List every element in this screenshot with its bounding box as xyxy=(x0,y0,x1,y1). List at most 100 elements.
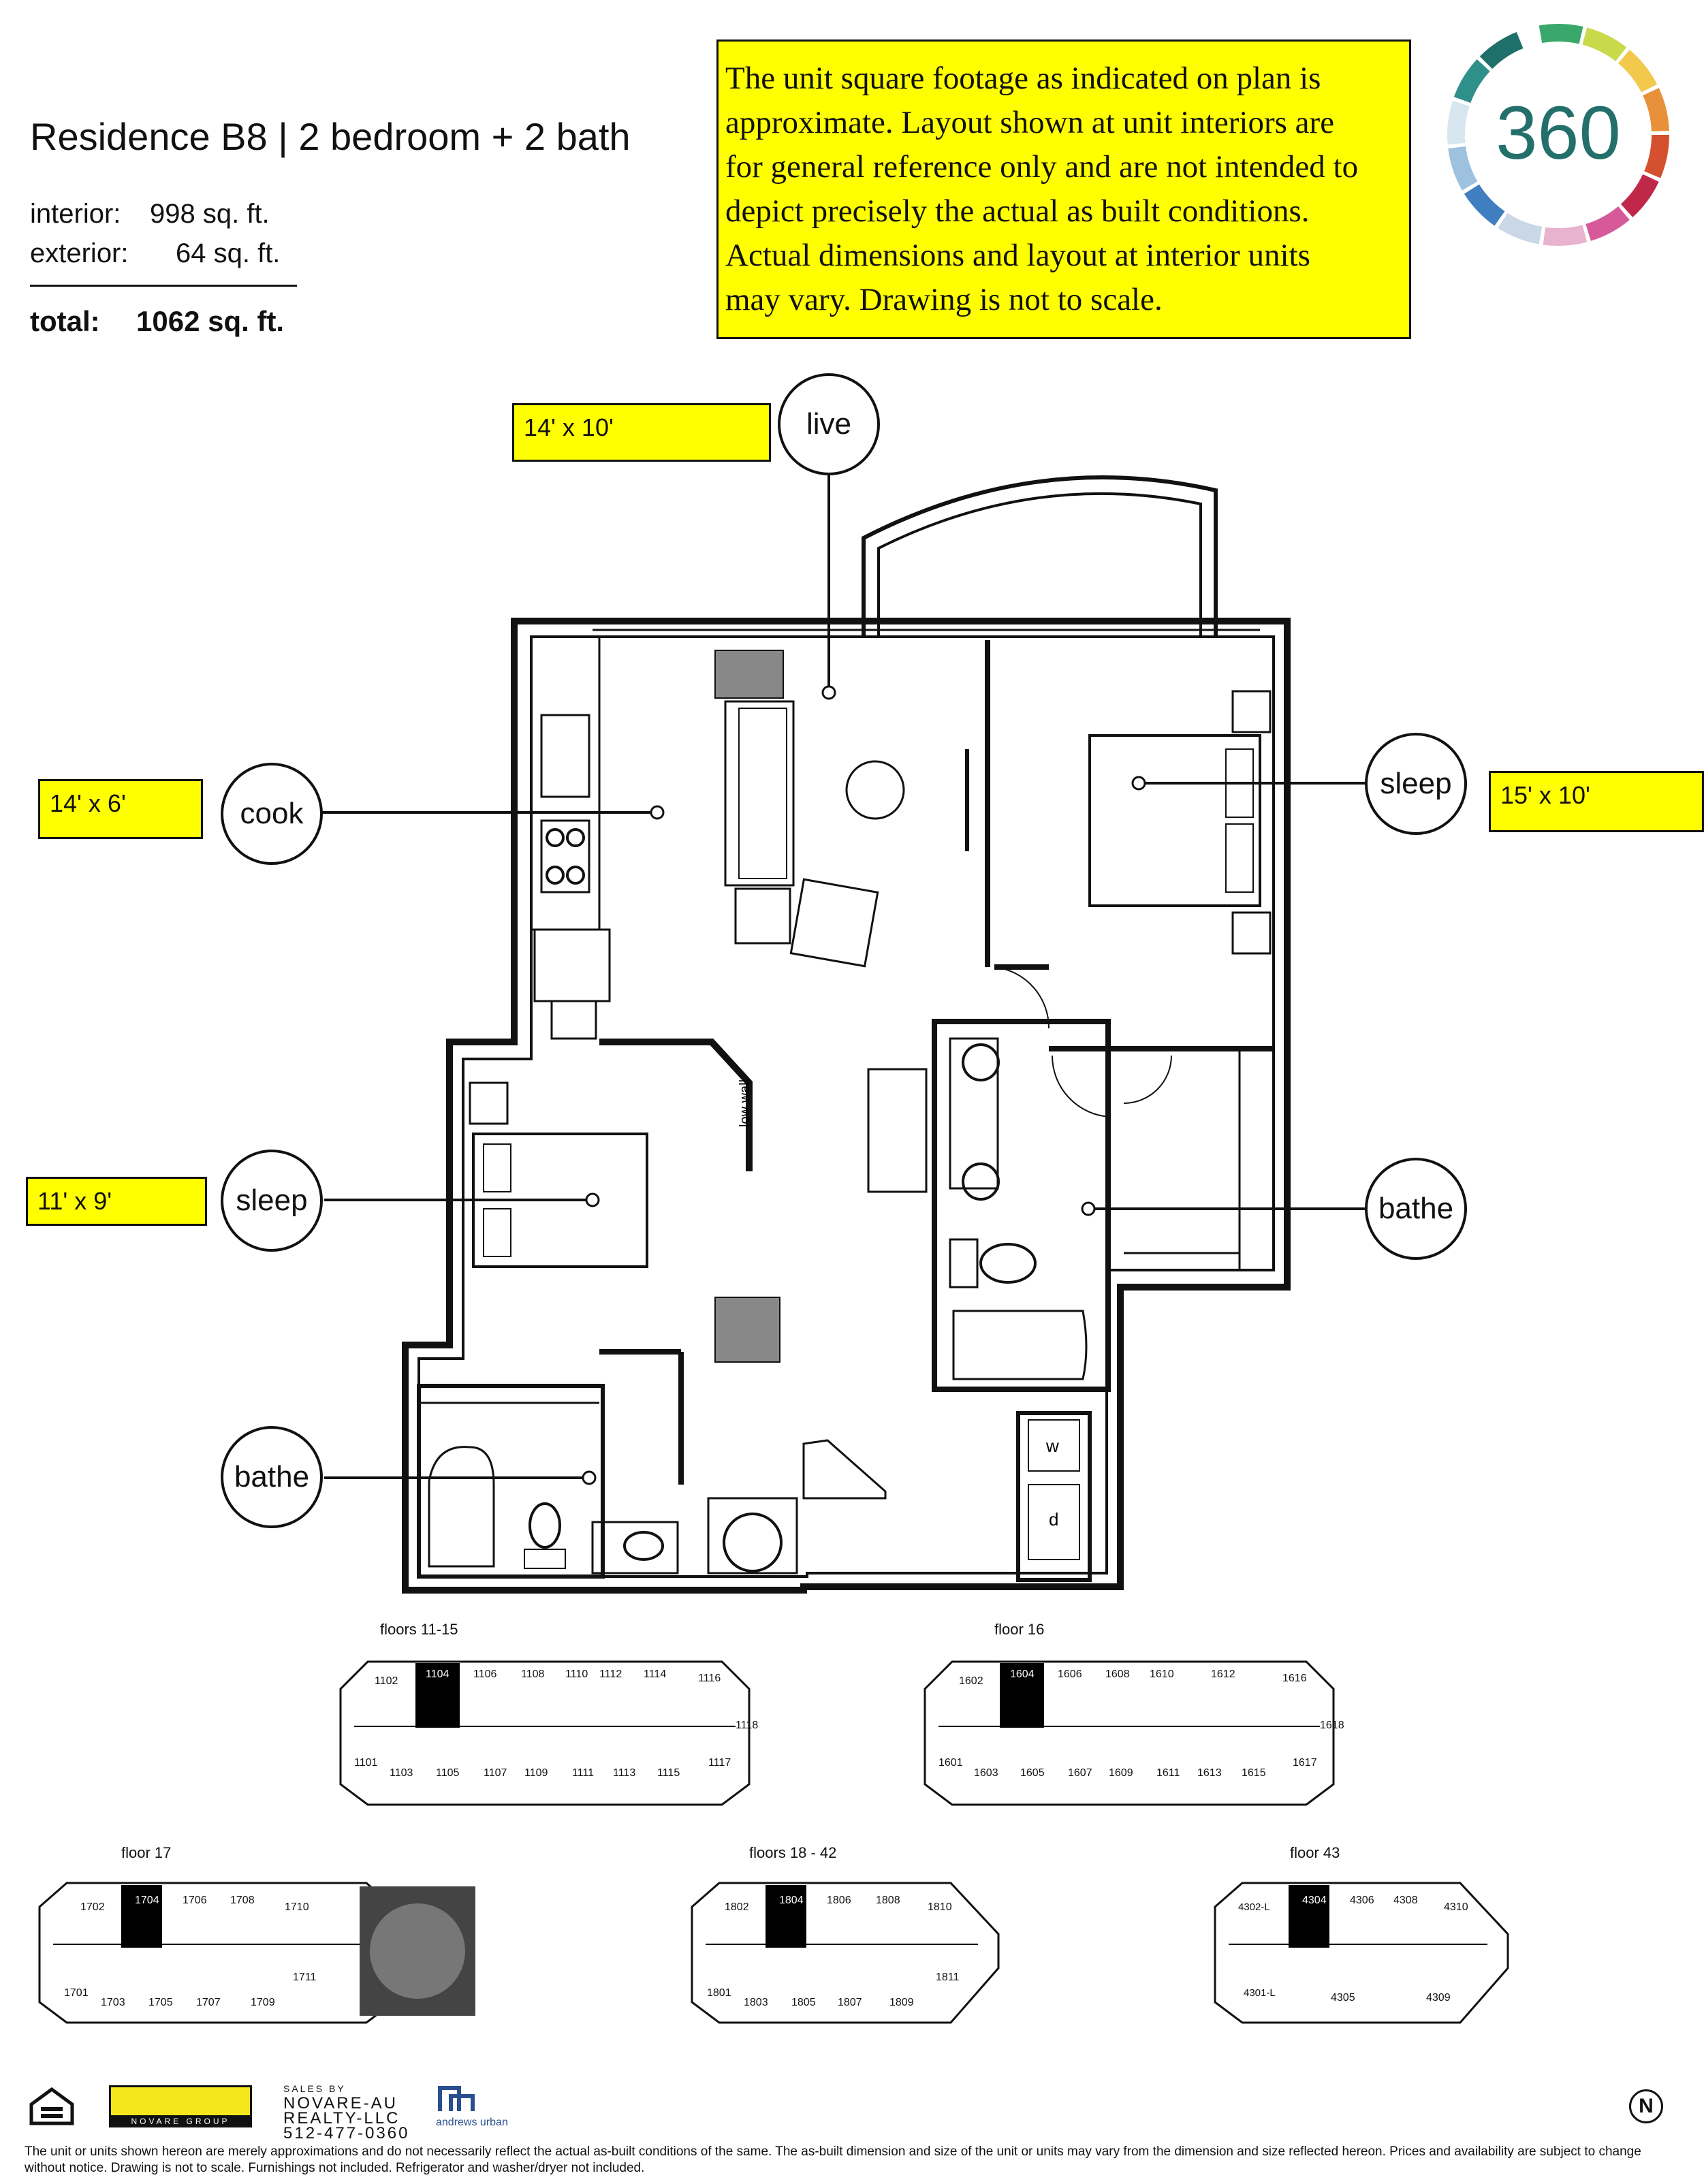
equal-housing-icon xyxy=(29,2087,74,2125)
andrews-urban-label: andrews urban xyxy=(436,2117,508,2128)
unit-label: 1605 xyxy=(1020,1767,1045,1779)
unit-label: 4306 xyxy=(1350,1895,1374,1906)
room-cook: cook xyxy=(221,763,323,865)
unit-label: 1611 xyxy=(1156,1767,1180,1779)
total-label: total: xyxy=(30,305,100,337)
unit-label: 1107 xyxy=(484,1767,507,1779)
disclaimer-line: for general reference only and are not i… xyxy=(725,149,1359,185)
residence-title: Residence B8 | 2 bedroom + 2 bath xyxy=(30,115,631,158)
sleep-second-dims: 11' x 9' xyxy=(26,1177,207,1226)
unit-label: 1616 xyxy=(1282,1673,1307,1684)
unit-label-highlight: 4304 xyxy=(1302,1895,1327,1906)
sales-block: SALES BY NOVARE-AU REALTY-LLC 512-477-03… xyxy=(283,2081,410,2142)
sales-line: SALES BY xyxy=(283,2083,346,2094)
unit-label: 1113 xyxy=(613,1767,636,1779)
key-plan-title: floor 16 xyxy=(994,1621,1045,1638)
interior-label: interior: xyxy=(30,199,121,229)
unit-label: 1703 xyxy=(101,1997,125,2008)
unit-label: 1105 xyxy=(436,1767,460,1779)
north-arrow-icon: N xyxy=(1629,2089,1663,2123)
unit-label: 4305 xyxy=(1331,1992,1355,2004)
unit-label: 1811 xyxy=(936,1972,960,1983)
room-bathe-master: bathe xyxy=(1365,1158,1467,1260)
unit-label: 1805 xyxy=(791,1997,816,2008)
sleep-master-dims: 15' x 10' xyxy=(1489,771,1704,832)
unit-label: 1118 xyxy=(736,1720,759,1731)
unit-label: 1618 xyxy=(1320,1720,1344,1731)
disclaimer-line: depict precisely the actual as built con… xyxy=(725,193,1310,229)
unit-label: 4301-L xyxy=(1244,1987,1276,1999)
dryer-label: d xyxy=(1049,1509,1058,1530)
unit-label: 1701 xyxy=(64,1987,89,1999)
unit-label: 4302-L xyxy=(1238,1901,1270,1913)
key-plan-floor-16: floor 16 1602 1604 1606 1608 1610 1612 1… xyxy=(911,1621,1347,1818)
unit-label: 1111 xyxy=(572,1767,595,1779)
unit-label: 1116 xyxy=(698,1673,721,1684)
disclaimer-line: Actual dimensions and layout at interior… xyxy=(725,238,1310,273)
unit-label: 1803 xyxy=(744,1997,768,2008)
unit-label: 1609 xyxy=(1109,1767,1133,1779)
unit-label: 1705 xyxy=(148,1997,173,2008)
unit-label: 1110 xyxy=(565,1668,588,1680)
unit-label: 1114 xyxy=(644,1668,667,1680)
unit-label: 1707 xyxy=(196,1997,221,2008)
key-plan-title: floors 18 - 42 xyxy=(749,1844,837,1861)
unit-label: 1806 xyxy=(827,1895,851,1906)
novare-logo-label: NOVARE GROUP xyxy=(109,2115,252,2127)
unit-label-highlight: 1604 xyxy=(1010,1668,1035,1680)
unit-label: 1103 xyxy=(390,1767,413,1779)
unit-label: 1807 xyxy=(838,1997,862,2008)
unit-label: 1106 xyxy=(473,1668,497,1680)
legal-disclaimer: The unit or units shown hereon are merel… xyxy=(25,2145,1641,2175)
unit-label: 1708 xyxy=(230,1895,255,1906)
exterior-value: 64 sq. ft. xyxy=(176,238,281,268)
unit-label: 1612 xyxy=(1211,1668,1235,1680)
unit-label: 1602 xyxy=(959,1675,983,1687)
unit-label: 1808 xyxy=(876,1895,900,1906)
unit-label: 1603 xyxy=(974,1767,998,1779)
disclaimer-line: The unit square footage as indicated on … xyxy=(725,61,1321,96)
interior-value: 998 sq. ft. xyxy=(150,199,270,229)
outer-wall xyxy=(402,618,1291,1594)
key-plan-floor-17: floor 17 1702 1704 1706 1708 1710 1701 1… xyxy=(26,1839,496,2036)
sales-line: REALTY-LLC xyxy=(283,2109,400,2127)
sales-phone: 512-477-0360 xyxy=(283,2124,410,2142)
key-plan-floors-11-15: floors 11-15 1102 1104 1106 1108 1110 11… xyxy=(327,1621,763,1818)
disclaimer-line: may vary. Drawing is not to scale. xyxy=(725,282,1163,317)
unit-label: 1112 xyxy=(599,1668,622,1680)
room-live: live xyxy=(778,373,880,475)
unit-label: 4309 xyxy=(1426,1992,1451,2004)
exterior-label: exterior: xyxy=(30,238,129,268)
andrews-urban-icon xyxy=(438,2086,475,2111)
balcony xyxy=(862,475,1218,637)
cook-dims: 14' x 6' xyxy=(38,779,203,839)
unit-label: 1709 xyxy=(251,1997,275,2008)
unit-label: 1101 xyxy=(354,1757,378,1769)
sales-line: NOVARE-AU xyxy=(283,2094,398,2112)
unit-label: 1702 xyxy=(80,1901,105,1913)
key-plan-title: floor 43 xyxy=(1290,1844,1340,1861)
unit-label: 1617 xyxy=(1293,1757,1317,1769)
unit-label: 1606 xyxy=(1058,1668,1082,1680)
unit-label: 1613 xyxy=(1197,1767,1222,1779)
unit-label: 1706 xyxy=(183,1895,207,1906)
inner-wall xyxy=(417,635,1275,1578)
unit-label: 1801 xyxy=(707,1987,731,1999)
unit-label-highlight: 1104 xyxy=(426,1668,449,1680)
unit-label: 1115 xyxy=(657,1767,680,1779)
key-plan-floor-43: floor 43 4302-L 4304 4306 4308 4310 4301… xyxy=(1201,1839,1528,2036)
unit-label: 1108 xyxy=(521,1668,545,1680)
unit-label: 4308 xyxy=(1393,1895,1418,1906)
disclaimer-box: The unit square footage as indicated on … xyxy=(716,39,1411,339)
unit-label: 1601 xyxy=(938,1757,963,1769)
unit-label: 1809 xyxy=(889,1997,914,2008)
360-logo: 360 xyxy=(1447,23,1669,246)
total-value: 1062 sq. ft. xyxy=(136,305,285,337)
key-plan-floors-18-42: floors 18 - 42 1802 1804 1806 1808 1810 … xyxy=(678,1839,1019,2036)
unit-label: 1615 xyxy=(1242,1767,1266,1779)
low-wall-label: low wall xyxy=(738,1079,753,1127)
unit-label: 1608 xyxy=(1105,1668,1130,1680)
unit-label: 1711 xyxy=(293,1972,317,1983)
unit-label: 1102 xyxy=(375,1675,398,1687)
